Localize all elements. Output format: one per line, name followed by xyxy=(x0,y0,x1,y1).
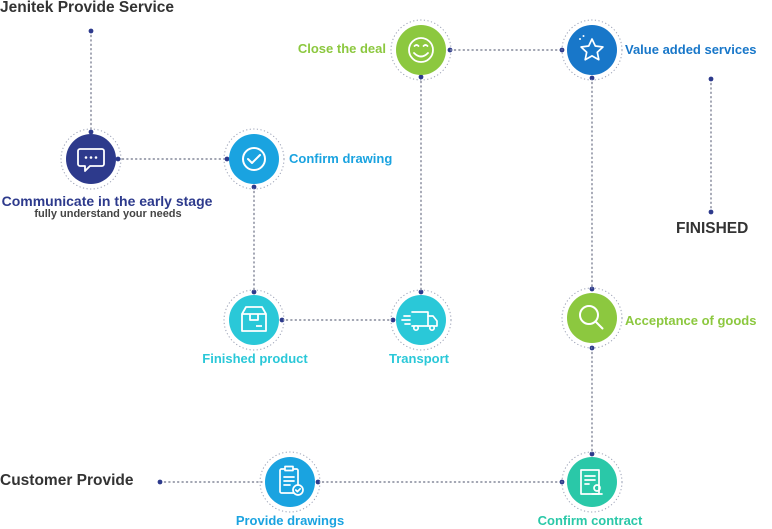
step-node-value-added xyxy=(561,19,623,81)
step-label-close-deal: Close the deal xyxy=(297,41,386,56)
contract-seal-icon xyxy=(580,469,603,495)
step-label-confirm-contract: Confirm contract xyxy=(537,513,643,528)
step-node-confirm-drawing xyxy=(223,128,285,190)
star-icon xyxy=(579,35,604,61)
step-sublabel-communicate: fully understand your needs xyxy=(34,208,182,220)
package-box-icon xyxy=(241,306,267,332)
step-node-close-deal xyxy=(390,19,452,81)
connector-dots xyxy=(88,28,714,485)
step-label-value-added: Value added services xyxy=(625,42,757,57)
chat-bubble-icon xyxy=(77,148,105,172)
connector-lines xyxy=(90,30,712,483)
step-label-confirm-drawing: Confirm drawing xyxy=(289,151,393,166)
step-label-provide-drawings: Provide drawings xyxy=(235,513,345,528)
heading-customer-provide: Customer Provide xyxy=(0,472,134,489)
step-label-finished-product: Finished product xyxy=(202,351,308,366)
step-node-communicate xyxy=(60,128,122,190)
heading-jenitek-provide-service: Jenitek Provide Service xyxy=(0,0,175,16)
step-node-confirm-contract xyxy=(561,451,623,513)
step-node-finished-product xyxy=(223,289,285,351)
smiley-face-icon xyxy=(408,37,434,63)
magnifier-icon xyxy=(579,305,604,330)
step-node-provide-drawings xyxy=(259,451,321,513)
step-label-acceptance: Acceptance of goods xyxy=(625,313,757,328)
step-node-transport xyxy=(390,289,452,351)
step-label-transport: Transport xyxy=(389,351,449,366)
clipboard-check-icon xyxy=(279,465,304,496)
step-label-communicate: Communicate in the early stage xyxy=(1,193,213,209)
heading-finished: FINISHED xyxy=(676,220,749,237)
delivery-truck-icon xyxy=(401,311,438,332)
checkmark-icon xyxy=(242,147,266,171)
step-node-acceptance xyxy=(561,287,623,349)
